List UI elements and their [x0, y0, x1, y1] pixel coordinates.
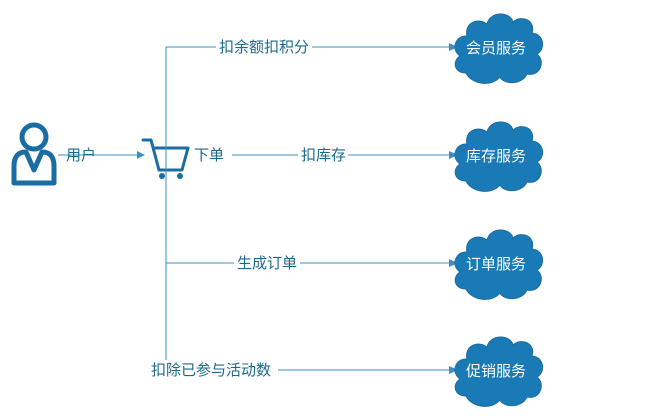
inventory-service-cloud: 库存服务: [454, 121, 544, 192]
user-label: 用户: [66, 146, 96, 164]
edge-member: 扣余额扣积分: [166, 37, 458, 57]
order-service-label: 订单服务: [466, 255, 526, 273]
edge-label-deduct-points: 扣余额扣积分: [219, 38, 309, 56]
edge-order: 生成订单: [166, 253, 458, 273]
shopping-cart-icon: [141, 138, 190, 179]
member-service-label: 会员服务: [466, 39, 526, 57]
edge-inventory: 扣库存: [232, 145, 458, 165]
edge-label-deduct-activity: 扣除已参与活动数: [151, 361, 271, 379]
promotion-service-label: 促销服务: [466, 362, 526, 380]
user-icon: [11, 122, 57, 186]
user-to-cart-connector: [58, 151, 145, 159]
order-service-cloud: 订单服务: [454, 229, 544, 300]
edge-label-create-order: 生成订单: [237, 254, 297, 272]
member-service-cloud: 会员服务: [454, 13, 544, 84]
edge-label-deduct-stock: 扣库存: [301, 146, 346, 164]
cart-label: 下单: [194, 146, 224, 164]
promotion-service-cloud: 促销服务: [454, 336, 544, 407]
edge-promotion: 扣除已参与活动数: [148, 360, 458, 380]
inventory-service-label: 库存服务: [466, 147, 526, 165]
